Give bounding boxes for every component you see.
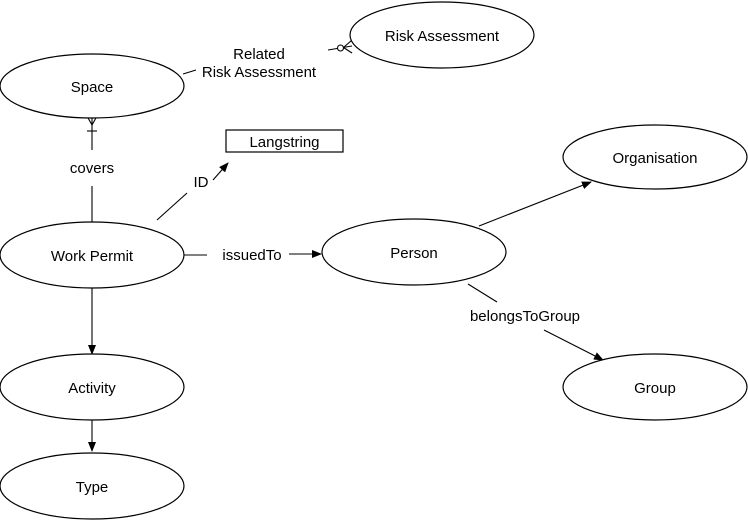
node-label: Risk Assessment xyxy=(385,28,500,45)
edge-id-line-upper xyxy=(212,162,229,181)
ellipse-shape xyxy=(0,221,185,289)
edge-belongs-line-upper xyxy=(467,283,498,303)
ellipse-shape xyxy=(0,353,185,421)
node-label: Organisation xyxy=(612,150,697,167)
node-work-permit[interactable]: Work Permit xyxy=(0,221,185,289)
node-person[interactable]: Person xyxy=(321,218,507,286)
edge-person-organisation-line xyxy=(478,181,592,227)
ellipse-shape xyxy=(562,353,748,421)
node-organisation[interactable]: Organisation xyxy=(562,124,748,190)
ellipse-shape xyxy=(562,124,748,190)
ellipse-shape xyxy=(349,1,535,69)
node-space[interactable]: Space xyxy=(0,53,185,119)
ellipse-shape xyxy=(0,53,185,119)
node-label: Activity xyxy=(68,380,116,397)
node-langstring[interactable]: Langstring xyxy=(225,129,344,153)
edge-belongs-line-lower xyxy=(543,329,604,361)
node-type[interactable]: Type xyxy=(0,452,185,520)
edge-related-risk-assessment: Related Risk Assessment xyxy=(182,39,353,81)
crowfoot-prong-icon xyxy=(343,47,353,54)
edge-label-id: ID xyxy=(194,174,209,191)
edge-id: ID xyxy=(156,162,229,221)
edge-id-line-lower xyxy=(156,192,188,221)
node-group[interactable]: Group xyxy=(562,353,748,421)
zero-optional-icon xyxy=(336,44,345,52)
node-label: Work Permit xyxy=(51,248,134,265)
edge-label-risk-assessment: Risk Assessment xyxy=(202,64,317,81)
node-label: Person xyxy=(390,245,438,262)
ellipse-shape xyxy=(321,218,507,286)
rectangle-shape xyxy=(225,129,344,153)
edge-issued-to: issuedTo xyxy=(184,247,322,264)
node-label: Space xyxy=(71,79,114,96)
edge-label-belongs-to-group: belongsToGroup xyxy=(470,308,580,325)
ellipse-shape xyxy=(0,452,185,520)
crowfoot-prong-icon xyxy=(343,39,353,48)
edge-label-covers: covers xyxy=(70,160,114,177)
node-risk-assessment[interactable]: Risk Assessment xyxy=(349,1,535,69)
node-label: Group xyxy=(634,380,676,397)
edge-covers: covers xyxy=(70,116,114,222)
node-label: Langstring xyxy=(249,134,319,151)
edge-label-related: Related xyxy=(233,46,285,63)
edge-related-line-left xyxy=(182,69,197,75)
node-label: Type xyxy=(76,479,109,496)
node-activity[interactable]: Activity xyxy=(0,353,185,421)
edge-belongs-to-group: belongsToGroup xyxy=(467,283,604,361)
edge-label-issued-to: issuedTo xyxy=(222,247,281,264)
edge-person-organisation xyxy=(478,181,592,227)
